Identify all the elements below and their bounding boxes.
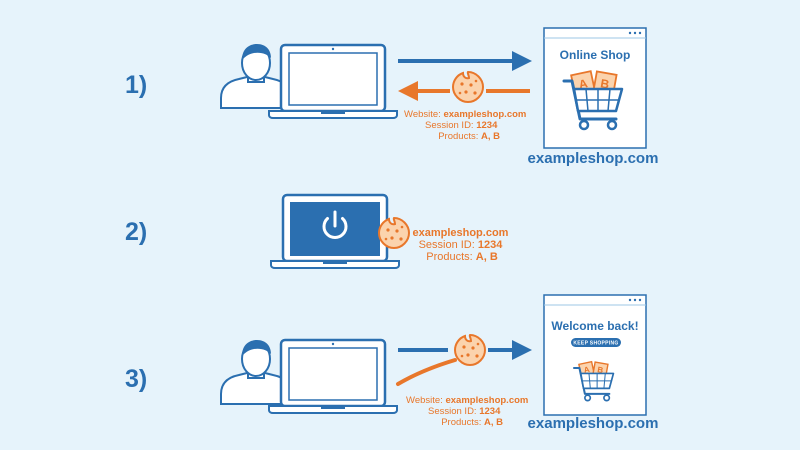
laptop-icon [267,338,399,415]
svg-text:A: A [583,365,591,375]
step-3-label: 3) [125,365,147,393]
shop-domain: exampleshop.com [528,150,659,167]
cookie-data: exampleshop.com Session ID: 1234 Product… [412,227,511,263]
online-shop-window: Online Shop A B [543,27,647,149]
svg-text:B: B [599,76,610,91]
svg-text:KEEP SHOPPING: KEEP SHOPPING [573,341,618,347]
shop-domain: exampleshop.com [528,415,659,432]
power-icon [322,210,348,240]
cookie-icon [452,71,484,103]
return-arrow-icon [396,340,532,386]
cookie-icon [454,334,486,366]
welcome-title: Welcome back! [551,319,638,333]
cookie-icon [378,217,410,249]
step-3: 3) Website: exampleshop.com Session ID: … [125,294,659,432]
step-2: 2) exampleshop.com Session ID: 1234 Prod… [125,193,511,269]
laptop-icon [267,43,399,120]
svg-text:A: A [578,76,590,92]
svg-text:B: B [597,365,604,375]
cookie-data: Website: exampleshop.com Session ID: 123… [404,109,529,142]
shop-title: Online Shop [560,48,631,62]
step-1: 1) Website: exampleshop.com Session ID: … [125,27,659,167]
response-arrow-icon [398,81,530,101]
request-arrow-icon [398,51,532,71]
keep-shopping-button: KEEP SHOPPING [571,338,621,347]
cookie-data: Website: exampleshop.com Session ID: 123… [406,395,531,428]
step-1-label: 1) [125,71,147,99]
welcome-back-window: Welcome back! KEEP SHOPPING A B [543,294,647,416]
closed-laptop-icon [270,193,400,269]
step-2-label: 2) [125,218,147,246]
